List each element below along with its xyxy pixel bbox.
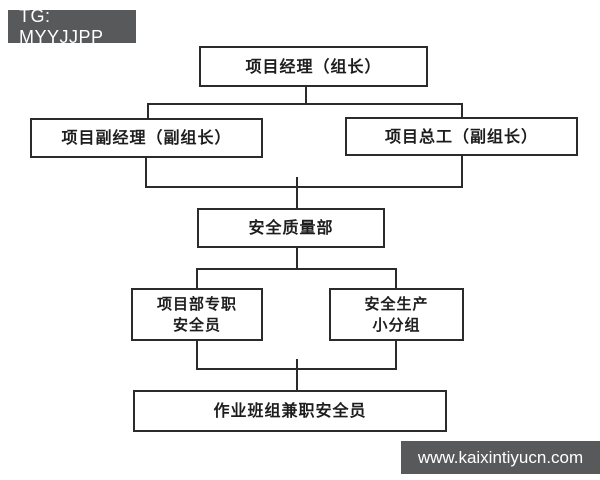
node-team-parttime-safety-officer: 作业班组兼职安全员 [133,390,447,432]
connector-sqd-rail [145,186,463,188]
node-deputy-project-manager: 项目副经理（副组长） [30,118,263,158]
connector-l4-rail [196,268,397,270]
connector-dpm-drop [147,103,149,118]
watermark-website-badge: www.kaixintiyucn.com [401,441,600,474]
connector-spt-drop [395,268,397,288]
connector-ce-drop [461,103,463,117]
connector-fso-stem [196,341,198,369]
connector-pm-stem [305,86,307,104]
connector-l2-rail [147,103,463,105]
connector-fso-drop [196,268,198,288]
connector-dpm-stem [145,158,147,188]
watermark-telegram-text: TG: MYYJJPP [19,5,104,47]
connector-ce-stem [461,156,463,188]
connector-pso-drop [296,359,298,390]
node-fulltime-safety-officer: 项目部专职 安全员 [131,288,263,341]
node-safety-quality-department: 安全质量部 [197,208,385,248]
node-project-manager: 项目经理（组长） [199,46,428,87]
watermark-telegram-badge: TG: MYYJJPP [8,6,136,47]
node-project-chief-engineer: 项目总工（副组长） [345,117,578,156]
connector-sqd-stem [296,248,298,269]
connector-sqd-drop [296,177,298,208]
watermark-website-text: www.kaixintiyucn.com [417,447,584,467]
connector-spt-stem [395,341,397,369]
node-safety-production-team: 安全生产 小分组 [329,288,464,341]
